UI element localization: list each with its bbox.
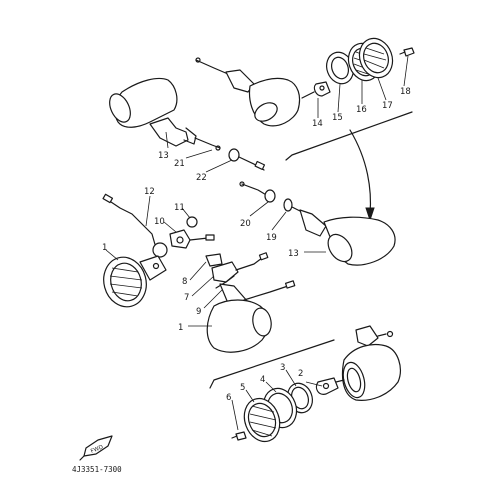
label-3: 3 [280, 363, 285, 373]
flasher-middle-right [239, 181, 396, 266]
label-17: 17 [382, 101, 393, 111]
label-19: 19 [266, 233, 277, 243]
label-9: 9 [196, 307, 201, 317]
fwd-arrow-icon: FWD [79, 435, 113, 461]
lower-bracket [209, 339, 335, 389]
label-21: 21 [174, 159, 185, 169]
label-16: 16 [356, 105, 367, 115]
label-8: 8 [182, 277, 187, 287]
flasher-middle-left [205, 252, 296, 353]
label-4: 4 [260, 375, 265, 385]
lens-exploded-parts [231, 377, 345, 443]
label-12: 12 [144, 187, 155, 197]
label-11: 11 [174, 203, 185, 213]
assembly-bracket [285, 111, 413, 222]
label-22: 22 [196, 173, 207, 183]
label-6: 6 [226, 393, 231, 403]
label-7: 7 [184, 293, 189, 303]
label-13-upper: 13 [158, 151, 169, 161]
flasher-lower-right [341, 325, 401, 401]
flasher-upper-right [195, 37, 415, 127]
flasher-upper-left [109, 77, 266, 171]
part-labels: 13 21 22 14 15 16 17 18 20 19 13 12 10 1… [102, 87, 411, 403]
label-2: 2 [298, 369, 303, 379]
label-18: 18 [400, 87, 411, 97]
label-1-left: 1 [102, 243, 107, 253]
label-20: 20 [240, 219, 251, 229]
flasher-lens-left [102, 193, 215, 308]
label-15: 15 [332, 113, 343, 123]
label-13-middle: 13 [288, 249, 299, 259]
label-10: 10 [154, 217, 165, 227]
drawing-code: 4J3351-7300 [72, 465, 122, 474]
label-14: 14 [312, 119, 323, 129]
fwd-text: FWD [90, 445, 104, 455]
label-1-middle: 1 [178, 323, 183, 333]
label-5: 5 [240, 383, 245, 393]
leader-lines [105, 55, 409, 431]
